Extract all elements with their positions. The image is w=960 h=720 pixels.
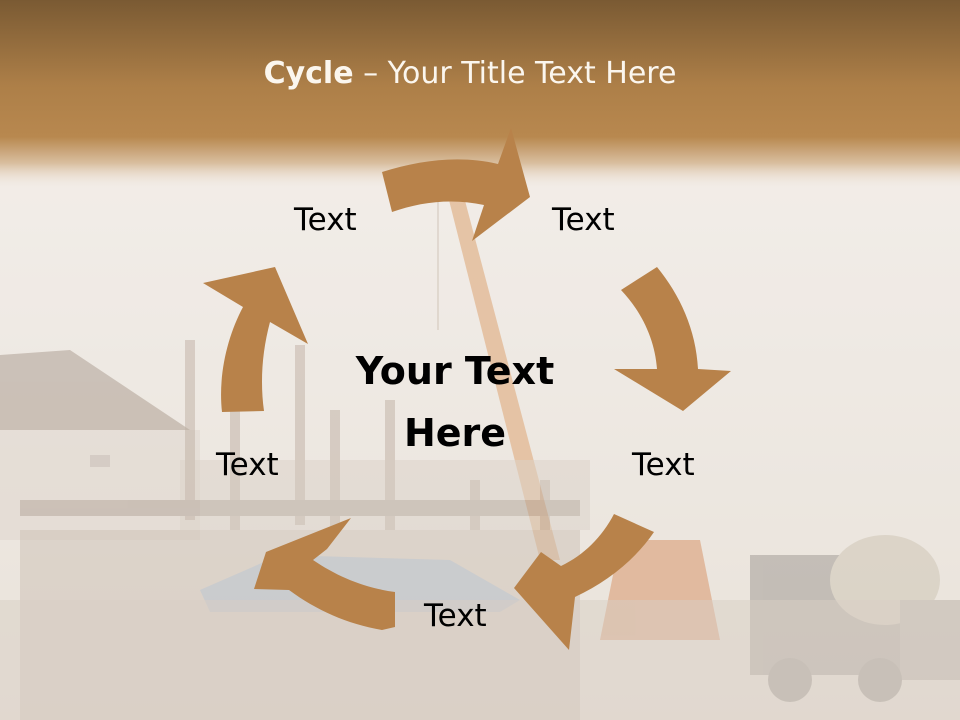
title-rest: – Your Title Text Here bbox=[353, 56, 677, 91]
cycle-label-right: Text bbox=[632, 447, 695, 483]
cycle-arrow-3 bbox=[514, 514, 654, 650]
cycle-arrow-5 bbox=[203, 267, 308, 412]
cycle-arrow-4 bbox=[254, 518, 395, 630]
house bbox=[0, 350, 200, 540]
cycle-arrows bbox=[203, 128, 731, 650]
cycle-arrow-2 bbox=[614, 267, 731, 411]
cycle-label-top-left: Text bbox=[294, 202, 357, 238]
center-text: Your Text Here bbox=[355, 349, 555, 455]
cycle-label-bottom: Text bbox=[424, 598, 487, 634]
title-bold: Cycle bbox=[263, 56, 354, 91]
slide-title: Cycle – Your Title Text Here bbox=[0, 56, 940, 91]
cycle-label-top-right: Text bbox=[552, 202, 615, 238]
cycle-arrow-1 bbox=[382, 128, 530, 241]
cycle-label-left: Text bbox=[216, 447, 279, 483]
